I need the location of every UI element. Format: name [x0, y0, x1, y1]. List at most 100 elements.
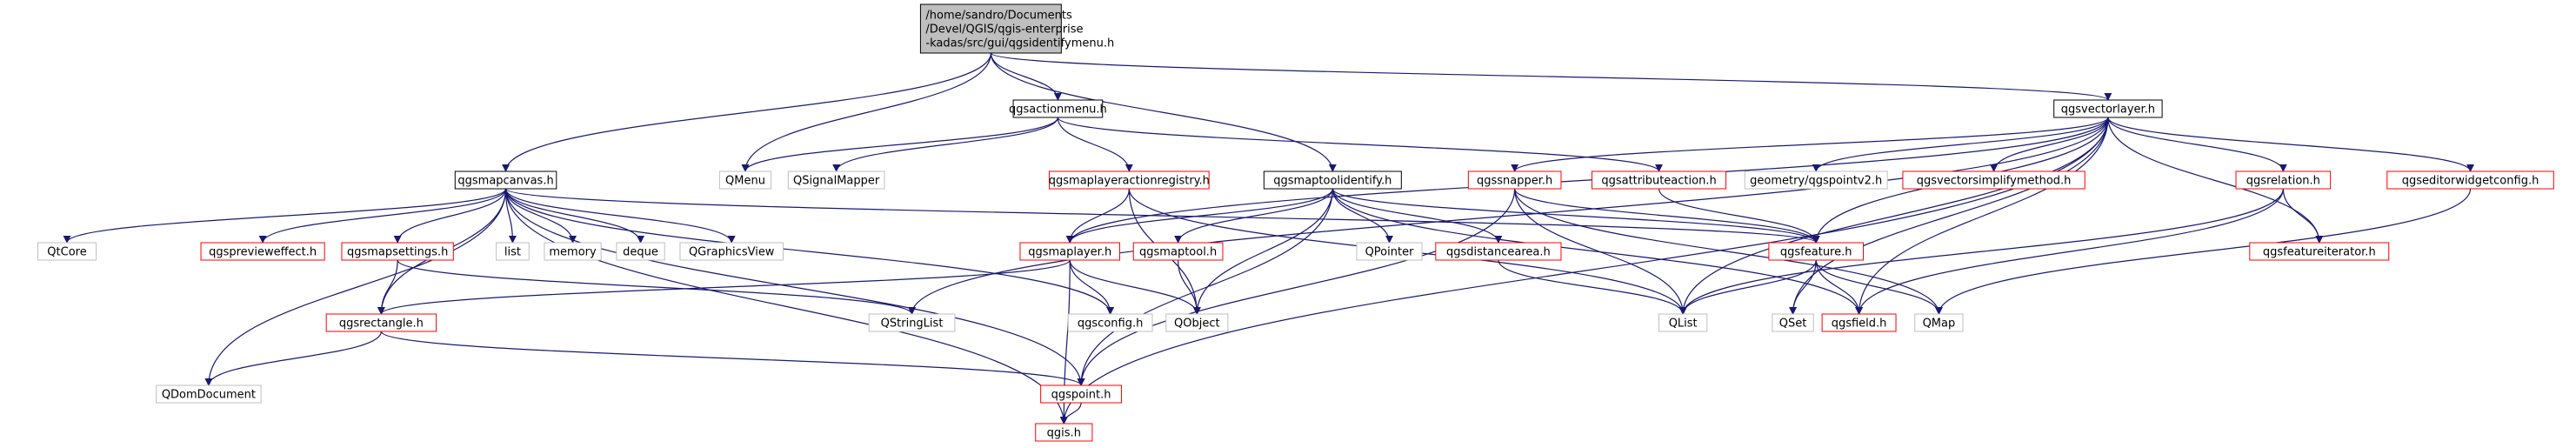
- edge-maplayer-to-rectangle: [377, 259, 1071, 315]
- node-qmenu[interactable]: QMenu: [718, 171, 772, 190]
- node-config[interactable]: qgsconfig.h: [1067, 313, 1153, 332]
- node-deque[interactable]: deque: [616, 242, 665, 261]
- edge-vectorlayer-to-editorwidget: [2107, 117, 2474, 172]
- edge-mapcanvas-to-qdomdocument: [204, 188, 507, 386]
- node-attributeaction[interactable]: qgsattributeaction.h: [1592, 171, 1727, 190]
- node-relation[interactable]: qgsrelation.h: [2235, 171, 2332, 190]
- edge-maptool-to-qobject: [1178, 259, 1201, 315]
- node-qlist[interactable]: QList: [1658, 313, 1708, 332]
- node-label: qgsmaptoolidentify.h: [1273, 175, 1391, 188]
- edge-actionmenu-to-maplayeractionregistry: [1057, 117, 1133, 172]
- node-label: QPointer: [1365, 246, 1415, 259]
- node-actionmenu[interactable]: qgsactionmenu.h: [1009, 99, 1107, 118]
- edge-mapcanvas-to-qtcore: [63, 188, 507, 244]
- node-box: [2249, 242, 2390, 261]
- node-box: [37, 242, 97, 261]
- edge-maptoolidentify-to-distancearea: [1331, 188, 1503, 244]
- edge-vectorlayer-to-field: [1855, 117, 2109, 315]
- edge-maptoolidentify-to-feature: [1331, 188, 1820, 244]
- node-mapcanvas[interactable]: qgsmapcanvas.h: [454, 171, 557, 190]
- node-root[interactable]: /home/sandro/Documents/Devel/QGIS/qgis-e…: [919, 3, 1114, 54]
- node-box: [1914, 313, 1964, 332]
- node-qgis[interactable]: qgis.h: [1035, 423, 1093, 442]
- node-label: QList: [1669, 318, 1698, 331]
- node-qobject[interactable]: QObject: [1165, 313, 1229, 332]
- edge-attributeaction-to-feature: [1658, 188, 1820, 244]
- edge-mapcanvas-to-feature: [504, 188, 1820, 244]
- node-previeweffect[interactable]: qgspreviewеffect.h: [200, 242, 325, 261]
- node-feature[interactable]: qgsfeature.h: [1768, 242, 1865, 261]
- node-qtcore[interactable]: QtCore: [37, 242, 97, 261]
- node-maptool[interactable]: qgsmaptool.h: [1132, 242, 1224, 261]
- node-qmap[interactable]: QMap: [1914, 313, 1964, 332]
- node-mapsettings[interactable]: qgsmapsettings.h: [341, 242, 454, 261]
- node-pointv2[interactable]: geometry/qgspointv2.h: [1744, 171, 1888, 190]
- edge-feature-to-field: [1815, 259, 1864, 315]
- node-qstringlist[interactable]: QStringList: [868, 313, 956, 332]
- node-qdomdocument[interactable]: QDomDocument: [156, 384, 262, 404]
- node-box: [325, 313, 437, 332]
- node-box: [1012, 99, 1104, 118]
- node-maptoolidentify[interactable]: qgsmaptoolidentify.h: [1263, 171, 1402, 190]
- edge-mapsettings-to-qstringlist: [397, 259, 916, 315]
- node-qpointer[interactable]: QPointer: [1356, 242, 1423, 261]
- node-distancearea[interactable]: qgsdistancearea.h: [1435, 242, 1562, 261]
- edge-snapper-to-point: [1077, 188, 1516, 386]
- node-label: QDomDocument: [162, 389, 256, 402]
- node-box: [919, 3, 1062, 54]
- node-rectangle[interactable]: qgsrectangle.h: [325, 313, 437, 332]
- node-point[interactable]: qgspoint.h: [1040, 384, 1122, 404]
- node-label: qgsmaptool.h: [1139, 246, 1217, 259]
- edge-mapcanvas-to-memory: [504, 188, 577, 244]
- edge-mapcanvas-to-config: [504, 188, 1115, 315]
- node-editorwidget[interactable]: qgseditorwidgetconfig.h: [2386, 171, 2554, 190]
- node-featureiterator[interactable]: qgsfeatureiterator.h: [2249, 242, 2390, 261]
- node-qgraphicsview[interactable]: QGraphicsView: [679, 242, 784, 261]
- edge-mapcanvas-to-deque: [504, 188, 645, 244]
- node-label: QSet: [1779, 318, 1807, 331]
- node-label: qgsvectorlayer.h: [2061, 104, 2155, 117]
- edge-mapcanvas-to-qgraphicsview: [504, 188, 736, 244]
- node-label: qgsdistancearea.h: [1446, 246, 1551, 259]
- node-box: [2235, 171, 2332, 190]
- edge-mapcanvas-to-previeweffect: [258, 188, 507, 244]
- node-box: [1035, 423, 1093, 442]
- node-box: [679, 242, 784, 261]
- node-label: qgsattributeaction.h: [1601, 175, 1716, 188]
- node-box: [718, 171, 772, 190]
- edge-layer: [63, 52, 2474, 425]
- node-label: qgsvectorsimplifymethod.h: [1917, 175, 2072, 188]
- node-field[interactable]: qgsfield.h: [1821, 313, 1897, 332]
- node-label: QtCore: [47, 246, 86, 259]
- edge-maplayer-to-qobject: [1069, 259, 1201, 315]
- node-box: [1902, 171, 2085, 190]
- edge-root-to-actionmenu: [990, 52, 1062, 101]
- node-label: QStringList: [881, 318, 944, 331]
- node-label: QGraphicsView: [689, 246, 775, 259]
- node-maplayer[interactable]: qgsmaplayer.h: [1019, 242, 1120, 261]
- edge-maplayeractionregistry-to-maplayer: [1065, 188, 1130, 244]
- edge-distancearea-to-qlist: [1498, 259, 1687, 315]
- node-box: [1040, 384, 1122, 404]
- node-list[interactable]: list: [496, 242, 530, 261]
- node-label: QSignalMapper: [793, 175, 880, 188]
- node-qset[interactable]: QSet: [1772, 313, 1814, 332]
- node-memory[interactable]: memory: [544, 242, 602, 261]
- edge-point-to-qgis: [1059, 402, 1082, 425]
- node-box: [2386, 171, 2554, 190]
- edge-vectorlayer-to-snapper: [1511, 117, 2109, 172]
- edge-relation-to-qlist: [1678, 188, 2284, 315]
- edge-vectorlayer-to-qlist: [1678, 117, 2109, 315]
- node-label: qgsfeatureiterator.h: [2263, 246, 2376, 259]
- node-vectorlayer[interactable]: qgsvectorlayer.h: [2053, 99, 2163, 118]
- node-label: qgsmapsettings.h: [347, 246, 448, 259]
- node-label: qgspreviewеffect.h: [209, 246, 317, 259]
- node-box: [868, 313, 956, 332]
- node-snapper[interactable]: qgssnapper.h: [1467, 171, 1562, 190]
- node-label: qgsrectangle.h: [339, 318, 424, 331]
- node-qsignalmapper[interactable]: QSignalMapper: [787, 171, 885, 190]
- node-vectorsimplify[interactable]: qgsvectorsimplifymethod.h: [1902, 171, 2085, 190]
- node-maplayeractionregistry[interactable]: qgsmaplayeractionregistry.h: [1049, 171, 1210, 190]
- node-box: [544, 242, 602, 261]
